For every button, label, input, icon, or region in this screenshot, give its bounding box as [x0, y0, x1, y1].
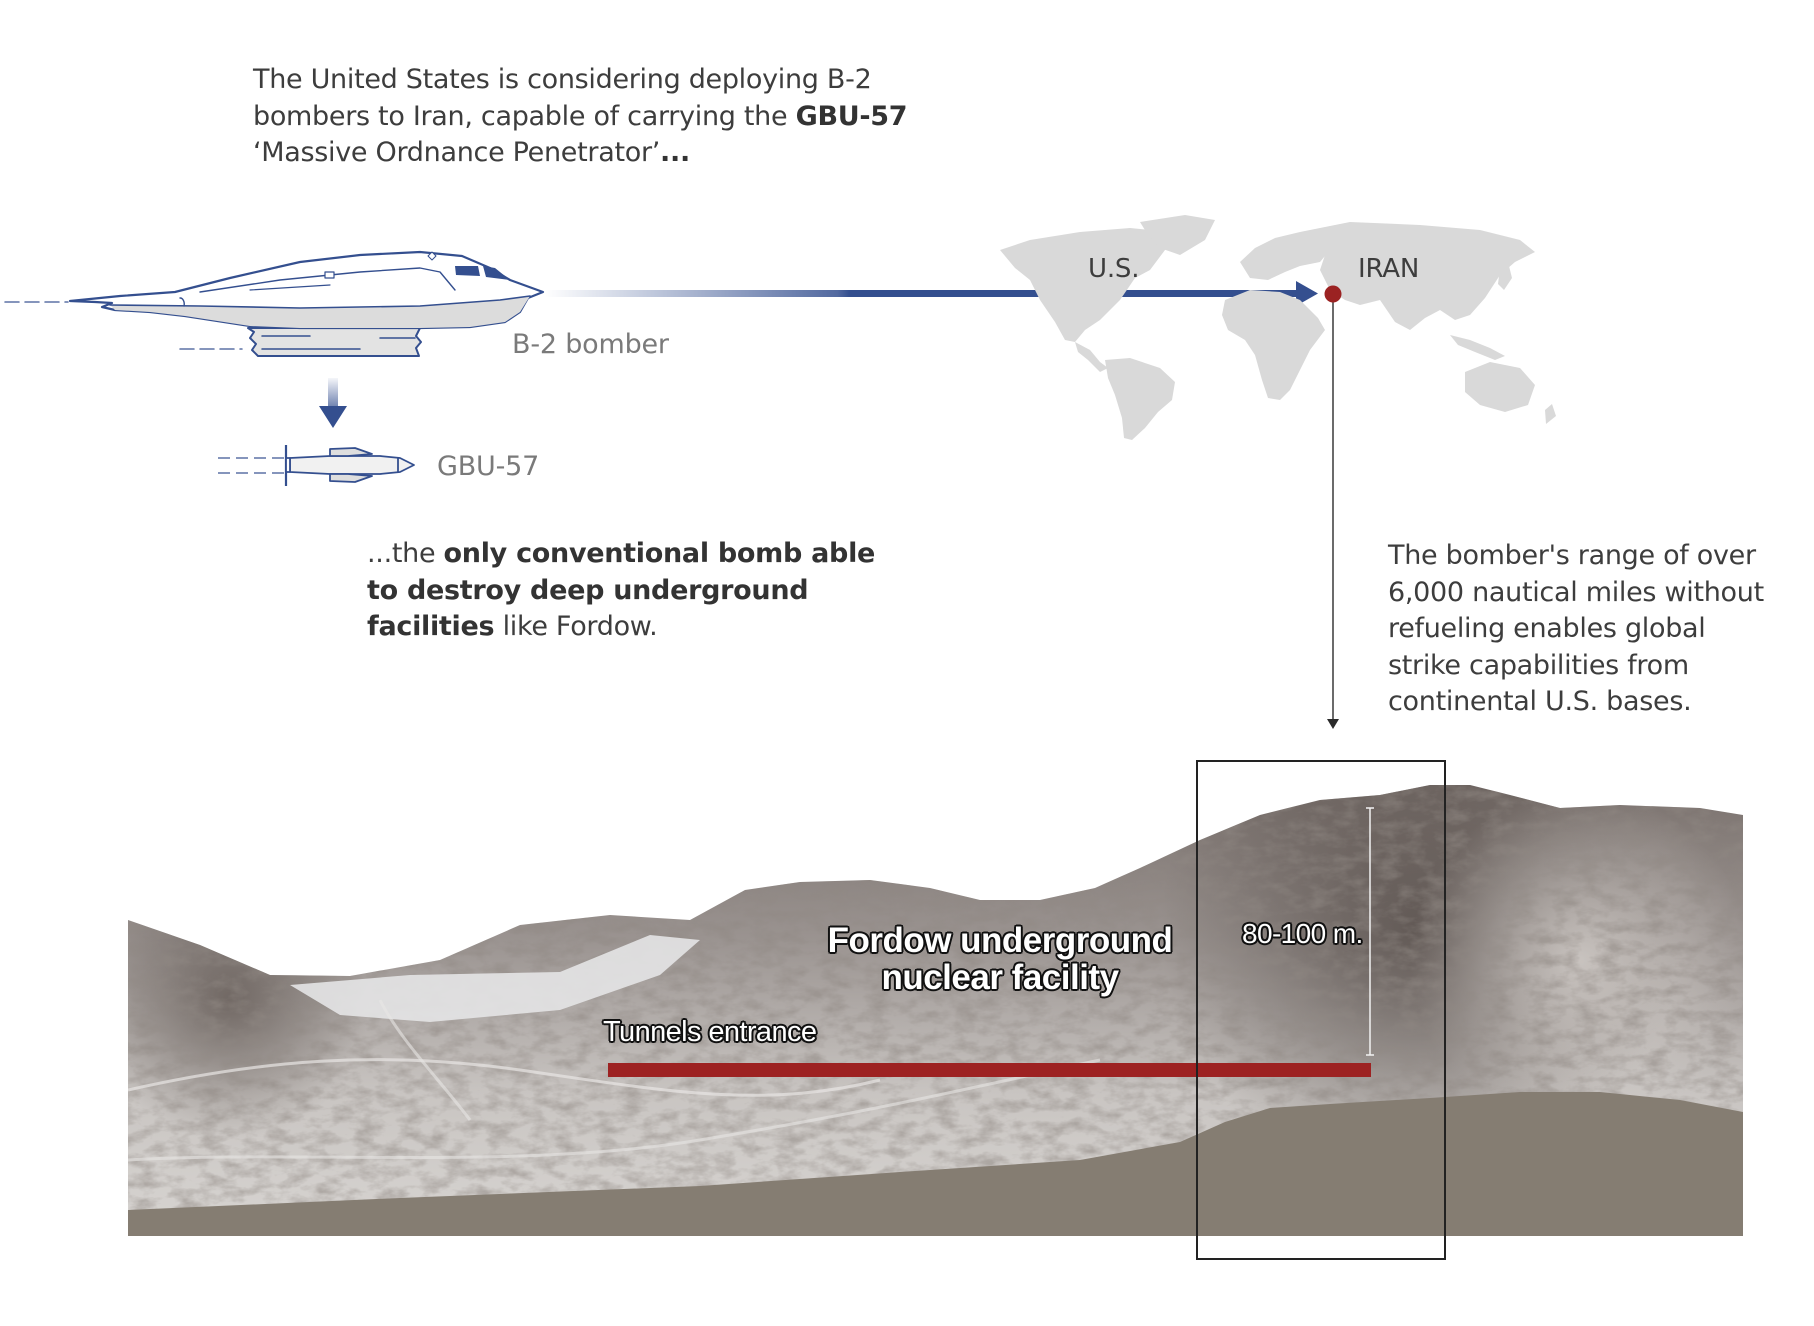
intro-line-1: The United States is considering deployi…: [253, 64, 872, 95]
capability-line-1: ...the only conventional bomb able: [367, 538, 876, 569]
map-label-us: U.S.: [1088, 254, 1140, 284]
facility-label-line-2: nuclear facility: [881, 958, 1119, 997]
range-line-5: continental U.S. bases.: [1388, 686, 1692, 717]
capability-line-3: facilities like Fordow.: [367, 611, 658, 642]
tunnel-entrance-label: Tunnels entrance: [603, 1016, 817, 1048]
range-note: The bomber's range of over 6,000 nautica…: [1388, 538, 1808, 721]
facility-pad: [290, 935, 700, 1022]
intro-line-3: ‘Massive Ordnance Penetrator’...: [253, 137, 690, 168]
map-label-iran: IRAN: [1358, 254, 1420, 284]
iran-connector: [1327, 300, 1339, 729]
depth-label: 80-100 m.: [1242, 918, 1363, 949]
range-line-4: strike capabilities from: [1388, 649, 1689, 681]
depth-scale-line: [1366, 807, 1374, 1056]
intro-line-2: bombers to Iran, capable of carrying the…: [253, 100, 908, 132]
capability-line-2: to destroy deep underground: [367, 574, 809, 606]
drop-arrow-icon: [319, 378, 347, 428]
range-line-2: 6,000 nautical miles without: [1388, 576, 1764, 608]
world-map: [1000, 215, 1556, 440]
intro-text: The United States is considering deployi…: [253, 62, 973, 172]
gbu57-bomb-icon: [218, 445, 415, 486]
bomber-label: B-2 bomber: [512, 329, 669, 360]
tunnel-bar: [608, 1063, 1371, 1077]
capability-text: ...the only conventional bomb able to de…: [367, 536, 967, 646]
fordow-terrain-relief: [128, 785, 1743, 1236]
iran-location-marker: [1324, 285, 1342, 303]
facility-label-line-1: Fordow underground: [827, 921, 1173, 960]
depth-highlight-box: [1196, 760, 1446, 1260]
bomb-label: GBU-57: [437, 451, 540, 482]
ground-cross-section: [128, 1092, 1743, 1236]
b2-bomber-icon: [4, 250, 545, 357]
gbu57-emphasis: GBU-57: [795, 100, 908, 132]
range-line-3: refueling enables global: [1388, 613, 1706, 644]
range-line-1: The bomber's range of over: [1388, 540, 1756, 571]
flight-path-arrow: [545, 281, 1318, 306]
facility-label: Fordow underground nuclear facility: [800, 922, 1200, 996]
